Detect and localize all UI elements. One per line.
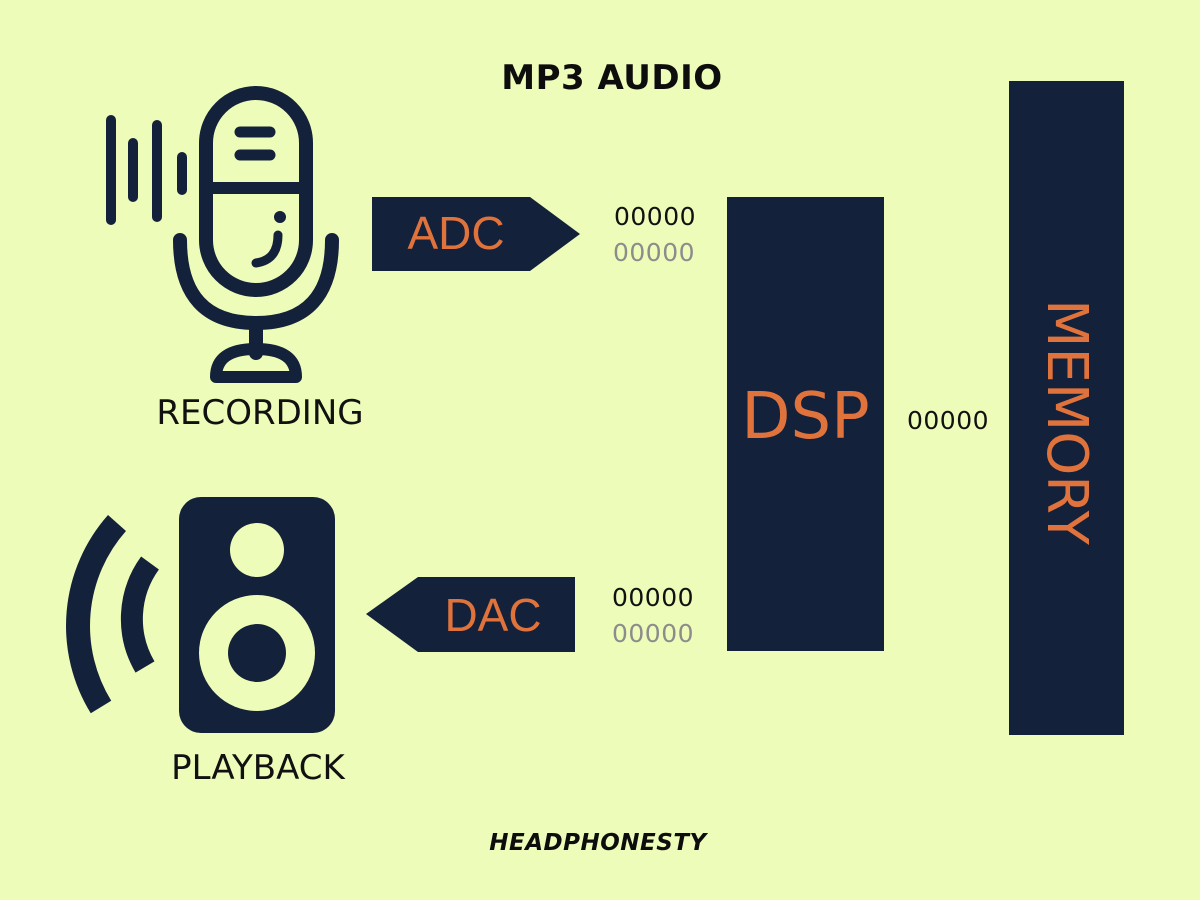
adc-label: ADC [407, 207, 505, 259]
microphone-icon [106, 86, 339, 383]
speaker-icon [66, 497, 335, 733]
memory-block [1009, 81, 1124, 735]
brand-logo: HEADPHONESTY [489, 830, 707, 856]
dac-label: DAC [444, 589, 542, 641]
diagram-title: MP3 AUDIO [501, 58, 723, 98]
dac-input-bits: 00000 [612, 583, 695, 612]
adc-arrow [372, 197, 580, 271]
dsp-label: DSP [741, 380, 870, 454]
memory-label: MEMORY [1034, 299, 1099, 545]
memory-bits: 00000 [907, 406, 990, 435]
dsp-block [727, 197, 884, 651]
dac-arrow [366, 577, 575, 652]
playback-label: PLAYBACK [171, 748, 345, 788]
recording-label: RECORDING [156, 393, 364, 433]
adc-output-bits: 00000 [613, 238, 696, 267]
adc-output-bits: 00000 [614, 202, 697, 231]
dac-input-bits: 00000 [612, 619, 695, 648]
